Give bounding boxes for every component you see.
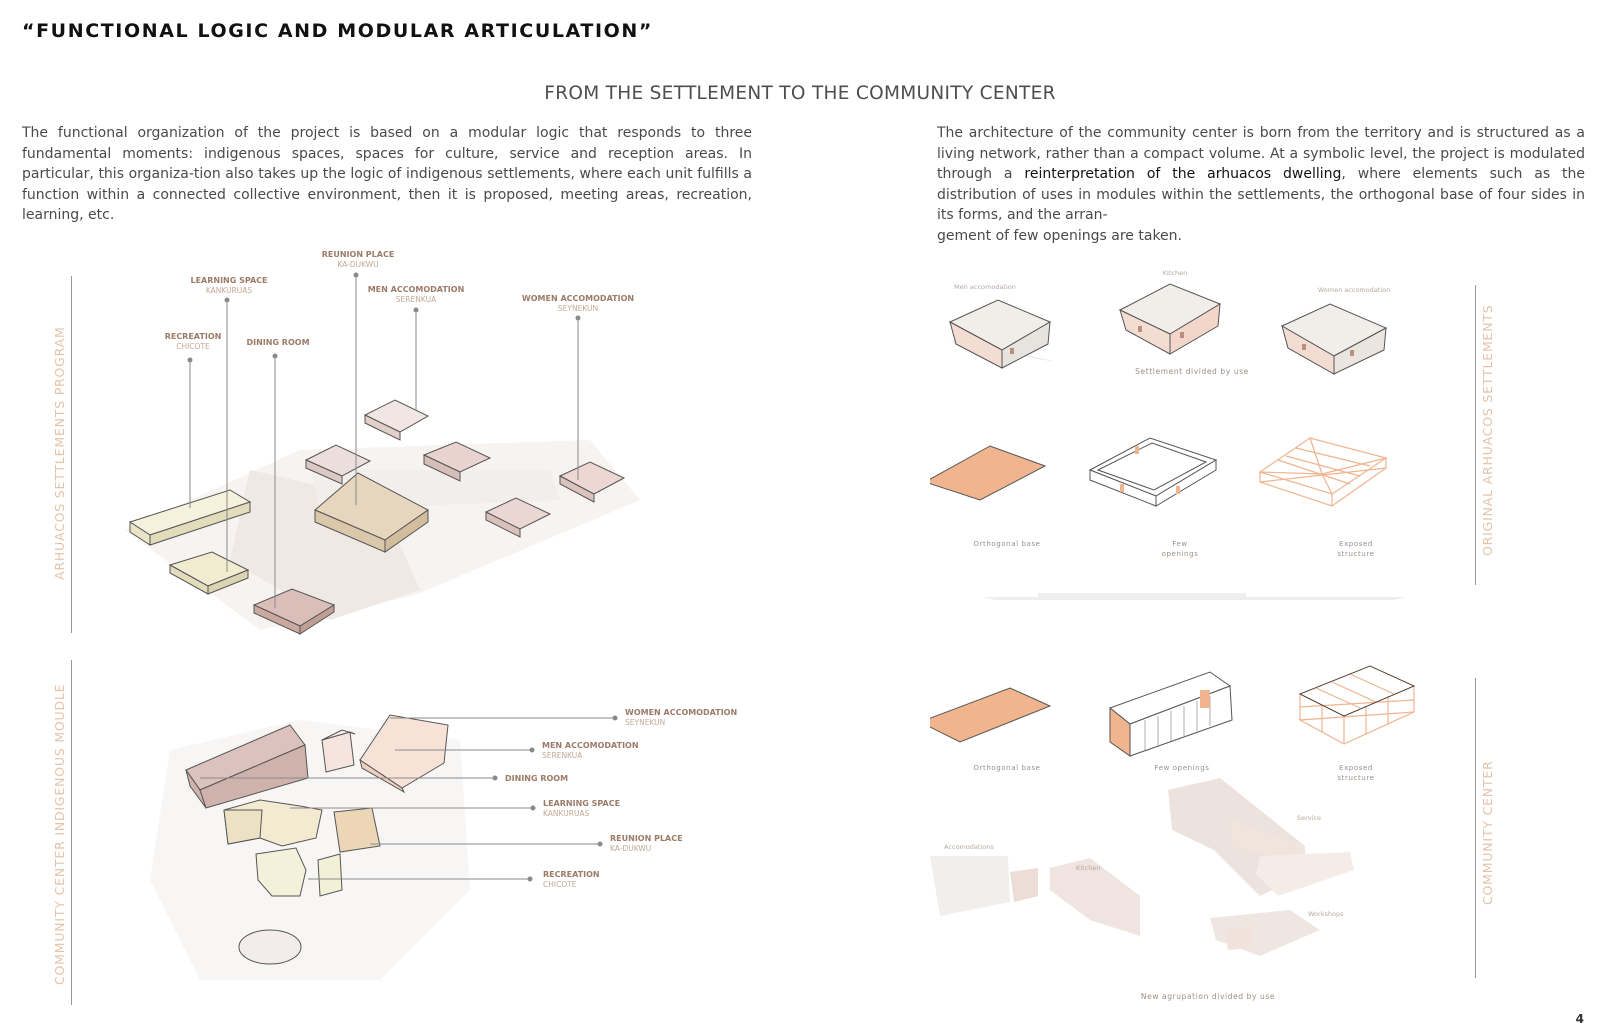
house-women <box>1280 303 1388 375</box>
page-title: “FUNCTIONAL LOGIC AND MODULAR ARTICULATI… <box>22 20 653 42</box>
house-men <box>948 299 1055 369</box>
house-kitchen <box>1118 283 1222 355</box>
module-label-reunion-sub: KA-DUKWU <box>610 844 651 853</box>
orig-exposed-structure <box>1258 437 1388 507</box>
page-number: 4 <box>1575 1012 1584 1026</box>
divider-bottom-left <box>71 660 72 1005</box>
cc-few-openings <box>1108 671 1233 757</box>
section-subtitle: FROM THE SETTLEMENT TO THE COMMUNITY CEN… <box>544 83 1056 104</box>
orig-label-orthogonal: Orthogonal base <box>973 540 1040 548</box>
module-label-learning-title: LEARNING SPACE <box>543 799 620 808</box>
label-women-title: WOMEN ACCOMODATION <box>522 294 634 303</box>
intro-right-text-1: The architecture of the community center… <box>937 125 1585 183</box>
intro-left-paragraph: The functional organization of the proje… <box>22 125 752 224</box>
module-label-recreation-title: RECREATION <box>543 870 600 879</box>
side-label-original-settlements: ORIGINAL ARHUACOS SETTLEMENTS <box>1480 304 1495 556</box>
men-building-3 <box>422 441 492 482</box>
module-recreation-block-2 <box>317 853 343 897</box>
module-label-men-sub: SERENKUA <box>542 751 583 760</box>
module-label-reunion-title: REUNION PLACE <box>610 834 683 843</box>
orig-label-few-2: openings <box>1162 550 1199 558</box>
orig-label-men: Men accomodation <box>954 283 1016 291</box>
learning-building <box>168 551 250 595</box>
module-round-plaza <box>238 929 302 965</box>
orig-few-openings <box>1088 437 1218 507</box>
divider-bottom-right <box>1475 678 1476 978</box>
module-label-learning-sub: KANKURUAS <box>543 809 590 818</box>
transition-arrow <box>982 593 1405 600</box>
community-center-diagram: Orthogonal base Few openings Exposed str… <box>930 665 1416 1001</box>
men-building-2 <box>304 444 372 485</box>
orig-label-few-1: Few <box>1172 540 1187 548</box>
side-label-community-center: COMMUNITY CENTER <box>1480 760 1495 905</box>
label-men-sub: SERENKUA <box>396 295 437 304</box>
module-recreation-block-1 <box>255 847 307 897</box>
label-dining-title: DINING ROOM <box>246 338 309 347</box>
module-label-recreation-sub: CHICOTE <box>543 880 577 889</box>
cc-orthogonal-base <box>930 687 1052 743</box>
orig-label-women: Women accomodation <box>1318 286 1391 294</box>
intro-right-last-line: gement of few openings are taken. <box>937 227 1182 244</box>
cc-exposed-structure <box>1297 665 1416 745</box>
cc-exposed-lines <box>1299 665 1415 717</box>
divider-top-left <box>71 276 72 633</box>
cc-label-new-agrupation: New agrupation divided by use <box>1141 992 1275 1001</box>
dining-building <box>252 588 336 635</box>
orig-label-divided: Settlement divided by use <box>1135 367 1249 376</box>
cc-label-few: Few openings <box>1154 764 1209 772</box>
module-label-dining-title: DINING ROOM <box>505 774 568 783</box>
module-label-women-title: WOMEN ACCOMODATION <box>625 708 737 717</box>
module-dining-block <box>185 724 309 809</box>
reunion-building <box>314 472 429 553</box>
label-learning-title: LEARNING SPACE <box>190 276 267 285</box>
orig-label-exposed-1: Exposed <box>1339 540 1373 548</box>
orig-label-kitchen: Kitchen <box>1163 269 1187 277</box>
orig-orthogonal-base <box>930 445 1047 501</box>
module-learning-block <box>223 799 323 847</box>
intro-right-highlight: reinterpretation of the arhuacos dwellin… <box>1024 166 1342 183</box>
cc-label-exposed-2: structure <box>1337 774 1374 782</box>
label-women-sub: SEYNEKUN <box>558 304 598 313</box>
label-learning-sub: KANKURUAS <box>206 286 253 295</box>
module-label-men-title: MEN ACCOMODATION <box>542 741 639 750</box>
cc-label-accomodations: Accomodations <box>944 843 994 851</box>
cc-site-composition <box>930 778 1354 956</box>
intro-right-text-2: , where elements such as the distributio… <box>937 166 1585 224</box>
cc-label-kitchen: Kitchen <box>1076 864 1100 872</box>
module-small-block-1 <box>321 729 356 773</box>
women-building-2 <box>484 497 552 538</box>
original-settlements-diagram: Men accomodation Kitchen Women accomodat… <box>930 269 1405 600</box>
women-building-1 <box>558 461 626 503</box>
cc-label-workshops: Workshops <box>1308 910 1344 918</box>
intro-right-paragraph: The architecture of the community center… <box>937 123 1585 247</box>
label-men-title: MEN ACCOMODATION <box>368 285 465 294</box>
cc-label-exposed-1: Exposed <box>1339 764 1373 772</box>
module-men-block <box>359 714 449 794</box>
men-building-1 <box>363 399 430 441</box>
label-reunion-sub: KA-DUKWU <box>337 260 378 269</box>
label-recreation-title: RECREATION <box>165 332 222 341</box>
cc-label-orthogonal: Orthogonal base <box>973 764 1040 772</box>
orig-label-exposed-2: structure <box>1337 550 1374 558</box>
module-label-women-sub: SEYNEKUN <box>625 718 665 727</box>
community-module-diagram: WOMEN ACCOMODATION MEN ACCOMODATION DINI… <box>150 708 737 980</box>
divider-top-right <box>1475 285 1476 585</box>
cc-label-service: Service <box>1297 814 1321 822</box>
label-reunion-title: REUNION PLACE <box>322 250 395 259</box>
label-recreation-sub: CHICOTE <box>176 342 210 351</box>
recreation-building <box>128 489 252 546</box>
settlement-program-diagram: REUNION PLACE LEARNING SPACE MEN ACCOMOD… <box>125 250 640 635</box>
module-reunion-block <box>333 807 381 853</box>
